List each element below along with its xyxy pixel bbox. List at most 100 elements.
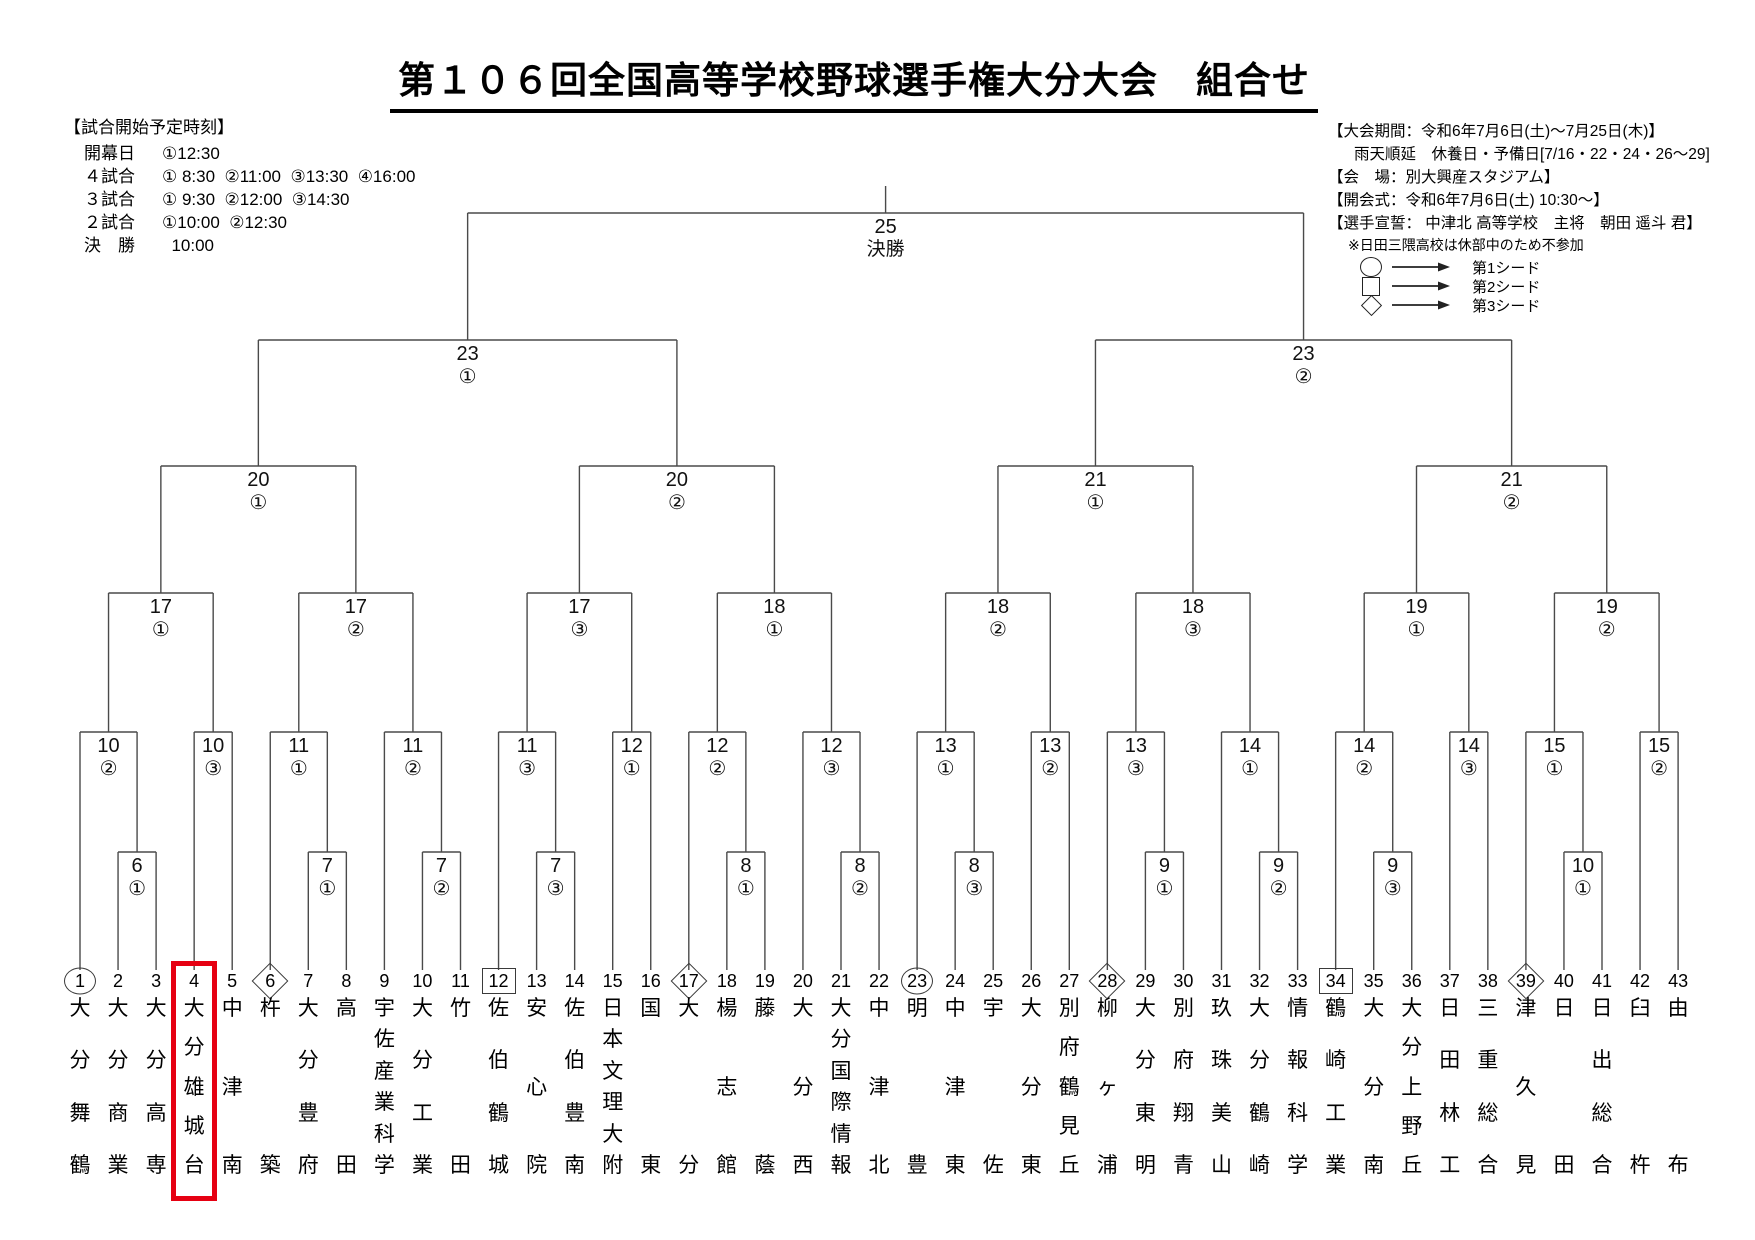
team-name-char: 崎 xyxy=(1249,1154,1271,1177)
team-name-char: 国 xyxy=(640,997,662,1020)
team-name-char: 伯 xyxy=(564,1049,586,1073)
team-number: 14 xyxy=(564,971,585,991)
team-number: 35 xyxy=(1363,971,1384,991)
team-number: 12 xyxy=(488,971,509,991)
schedule-row-times: ①12:30 xyxy=(162,144,220,163)
team-name-char: 分 xyxy=(792,1075,814,1099)
team-name-char: 城 xyxy=(488,1154,510,1177)
schedule-row-label: ２試合 xyxy=(84,213,135,232)
team-number: 9 xyxy=(379,971,390,991)
game-day: 20 xyxy=(665,469,689,491)
team-name-char: 杵 xyxy=(259,997,281,1020)
team-number: 25 xyxy=(983,971,1004,991)
team-number: 30 xyxy=(1173,971,1194,991)
game-number: ① xyxy=(249,492,268,514)
game-number: ① xyxy=(736,878,755,900)
team-name-char: 重 xyxy=(1477,1049,1499,1073)
schedule-row-times: 10:00 xyxy=(162,236,214,255)
team-name-char: 大 xyxy=(1363,997,1385,1020)
game-day: 11 xyxy=(402,735,424,757)
team-name-char: 大 xyxy=(1020,997,1042,1020)
team-name-char: 中 xyxy=(868,997,890,1020)
team-name-char: 豊 xyxy=(564,1101,586,1125)
game-day: 7 xyxy=(550,855,562,877)
game-day: 7 xyxy=(435,855,448,877)
game-number: ③ xyxy=(1383,878,1402,900)
team-name-char: 商 xyxy=(107,1101,129,1125)
team-name-char: 玖 xyxy=(1211,997,1232,1020)
game-number: ① xyxy=(289,758,308,780)
team-name-char: 田 xyxy=(1553,1154,1575,1177)
team-name-char: 報 xyxy=(1287,1049,1309,1073)
team-name-char: 上 xyxy=(1401,1075,1423,1099)
game-number: ① xyxy=(151,619,170,641)
game-number: ① xyxy=(458,366,477,388)
game-day: 9 xyxy=(1273,855,1285,877)
schedule-heading: 【試合開始予定時刻】 xyxy=(64,118,234,137)
team-name-char: 際 xyxy=(830,1091,852,1115)
schedule-row-label: ３試合 xyxy=(84,190,135,209)
game-number: ① xyxy=(765,619,784,641)
game-day: 14 xyxy=(1457,735,1480,757)
arrow-right-icon xyxy=(1392,262,1450,272)
info-line-oath: 【選手宣誓： 中津北 高等学校 主将 朝田 遥斗 君】 xyxy=(1328,215,1702,232)
game-number: ② xyxy=(1041,758,1060,780)
team-name-char: 出 xyxy=(1591,1049,1613,1073)
game-number: ① xyxy=(318,878,337,900)
team-name-char: 柳 xyxy=(1096,997,1118,1020)
team-name-char: 美 xyxy=(1211,1101,1232,1125)
team-name-char: 日 xyxy=(602,997,624,1020)
game-number: ② xyxy=(667,492,686,514)
team-name-char: 北 xyxy=(868,1154,890,1177)
arrow-right-icon xyxy=(1392,281,1450,291)
team-name-char: 伯 xyxy=(488,1049,510,1073)
game-number: ① xyxy=(1155,878,1174,900)
legend-row-seed3: 第3シード xyxy=(1358,294,1540,316)
team-name-char: 産 xyxy=(373,1059,395,1083)
team-name-char: 崎 xyxy=(1325,1049,1347,1073)
page-title: 第１０６回全国高等学校野球選手権大分大会 組合せ xyxy=(390,50,1318,113)
legend-label: 第2シード xyxy=(1472,278,1541,296)
team-name-char: 東 xyxy=(1134,1101,1156,1125)
game-day: 21 xyxy=(1500,469,1523,491)
team-name-char: 雄 xyxy=(183,1075,205,1099)
team-name-char: 附 xyxy=(602,1154,624,1177)
team-name-char: 鶴 xyxy=(1058,1075,1080,1099)
team-name-char: 田 xyxy=(450,1154,471,1177)
team-name-char: 東 xyxy=(640,1154,662,1177)
schedule-panel: 【試合開始予定時刻】 開幕日 ①12:30 ４試合 ① 8:30 ②11:00 … xyxy=(64,116,415,257)
team-name-char: 豊 xyxy=(906,1154,928,1177)
game-day: 11 xyxy=(288,735,310,757)
team-number: 38 xyxy=(1477,971,1498,991)
team-name-char: 科 xyxy=(373,1122,395,1146)
team-number: 24 xyxy=(945,971,966,991)
game-number: ③ xyxy=(965,878,984,900)
info-line-note: ※日田三隈高校は休部中のため不参加 xyxy=(1348,237,1584,253)
team-name-char: 工 xyxy=(411,1101,433,1125)
team-number: 26 xyxy=(1021,971,1042,991)
schedule-row-label: 決 勝 xyxy=(84,236,135,255)
schedule-row-times: ①10:00 ②12:30 xyxy=(162,213,288,232)
